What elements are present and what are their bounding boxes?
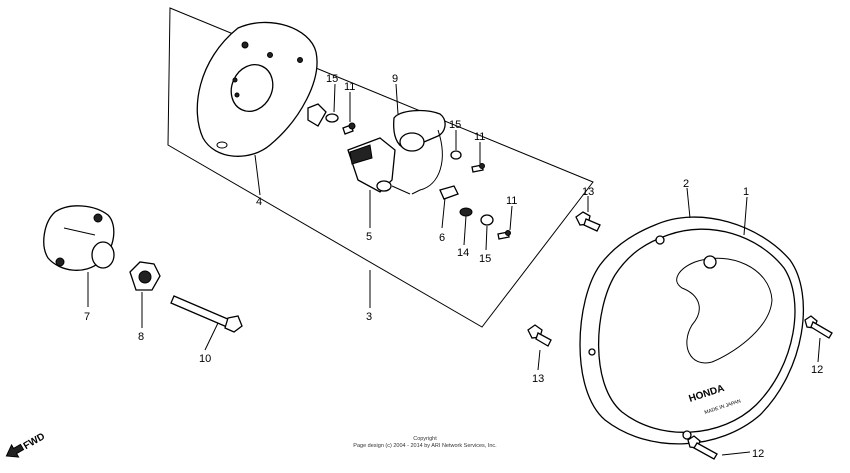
callout-10: 10	[199, 353, 211, 365]
copyright-line: Page design (c) 2004 - 2014 by ARI Netwo…	[353, 443, 497, 449]
callout-15-bottom: 15	[479, 253, 491, 265]
callout-9: 9	[392, 73, 398, 85]
callout-2: 2	[683, 178, 689, 190]
copyright-title: Copyright	[413, 436, 437, 442]
fwd-arrow: FWD	[5, 431, 47, 458]
small-hardware	[439, 150, 511, 240]
screw-right	[804, 315, 833, 339]
long-bolt	[170, 295, 243, 333]
screw-bottom	[687, 435, 718, 460]
leader-lines	[87, 83, 821, 456]
callout-6: 6	[439, 232, 445, 244]
point-cover: HONDA MADE IN JAPAN	[579, 216, 805, 445]
callout-4: 4	[256, 196, 262, 208]
contact-breaker	[347, 137, 411, 195]
callout-1: 1	[743, 186, 749, 198]
fwd-label: FWD	[22, 431, 47, 452]
copyright-notice: Copyright Page design (c) 2004 - 2014 by…	[300, 436, 550, 450]
callout-15-left: 15	[326, 73, 338, 85]
base-plate	[196, 21, 318, 157]
callout-11-right: 11	[506, 195, 517, 207]
callout-8: 8	[138, 331, 144, 343]
callout-12-bottom: 12	[752, 448, 764, 460]
callout-13-upper: 13	[582, 186, 594, 198]
callout-12-right: 12	[811, 364, 823, 376]
callout-11-left: 11	[344, 81, 355, 93]
callout-7: 7	[84, 311, 90, 323]
spark-advancer	[43, 205, 115, 271]
assembly-outline	[167, 7, 594, 328]
callout-15-mid: 15	[449, 119, 461, 131]
condenser	[393, 109, 446, 195]
callout-13-lower: 13	[532, 373, 544, 385]
callout-14: 14	[457, 247, 469, 259]
clip-and-washer	[307, 103, 356, 135]
callout-11-mid: 11	[474, 131, 485, 143]
bolt-upper	[575, 211, 601, 232]
hex-nut	[129, 261, 161, 291]
callout-3: 3	[366, 311, 372, 323]
bolt-lower	[527, 324, 552, 347]
callout-5: 5	[366, 231, 372, 243]
